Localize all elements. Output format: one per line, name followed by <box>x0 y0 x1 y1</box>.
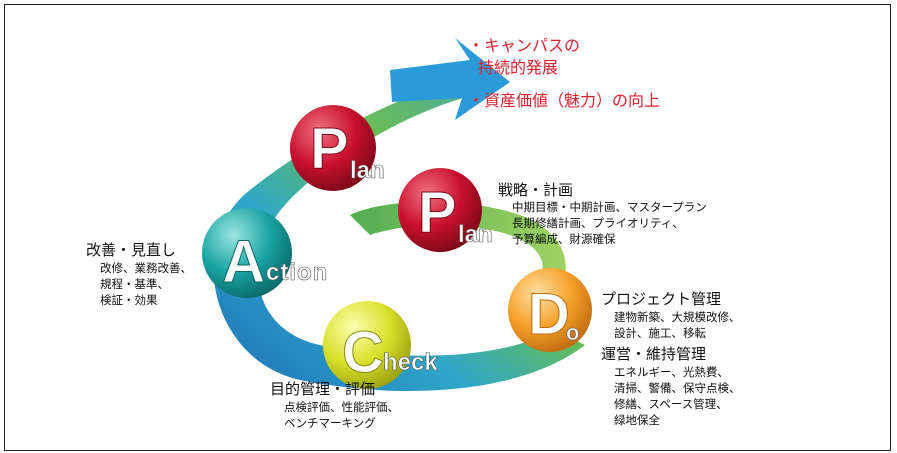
action-line-3: 検証・効果 <box>100 293 158 307</box>
plan-inner-node: P lan <box>398 168 493 252</box>
do-b-2: 清掃、警備、保守点検、 <box>614 381 741 395</box>
check-node: C heck <box>323 301 439 389</box>
goal-line-2: ・資産価値（魅力）の向上 <box>468 91 661 110</box>
do-a-1: 建物新築、大規模改修、 <box>614 310 741 324</box>
check-title: 目的管理・評価 <box>270 380 376 398</box>
do-b-3: 修繕、スペース管理、 <box>614 397 728 411</box>
do-title-1: プロジェクト管理 <box>601 290 722 308</box>
action-title: 改善・見直し <box>86 241 177 259</box>
plan-outer-rest: lan <box>350 157 385 184</box>
plan-outer-letter: P <box>310 116 349 181</box>
plan-inner-rest: lan <box>458 221 493 248</box>
do-letter: D <box>528 282 570 347</box>
action-letter: A <box>222 228 265 295</box>
goal-arrow-head <box>390 38 510 120</box>
plan-line-3: 予算編成、財源確保 <box>512 232 616 246</box>
check-line-2: ベンチマーキング <box>284 416 376 430</box>
do-node: D o <box>508 268 592 352</box>
action-line-2: 規程・基準、 <box>100 277 169 291</box>
plan-line-2: 長期修繕計画、プライオリティ、 <box>512 216 684 230</box>
check-letter: C <box>342 320 384 385</box>
plan-line-1: 中期目標・中期計画、マスタープラン <box>512 200 707 214</box>
plan-outer-node: P lan <box>290 105 385 191</box>
do-b-1: エネルギー、光熱費、 <box>614 365 729 379</box>
do-a-2: 設計、施工、移転 <box>614 326 706 340</box>
do-b-4: 緑地保全 <box>614 413 660 427</box>
do-title-2: 運営・維持管理 <box>601 345 707 363</box>
plan-title: 戦略・計画 <box>498 181 574 199</box>
action-line-1: 改修、業務改善、 <box>100 261 192 275</box>
check-rest: heck <box>383 349 438 376</box>
action-rest: ction <box>266 259 328 286</box>
do-rest: o <box>566 320 579 345</box>
plan-inner-letter: P <box>418 180 457 245</box>
goal-line-1a: ・キャンパスの <box>468 36 581 55</box>
action-node: A ction <box>202 208 328 298</box>
goal-line-1b: 持続的発展 <box>478 58 559 77</box>
check-line-1: 点検評価、性能評価、 <box>284 400 399 414</box>
